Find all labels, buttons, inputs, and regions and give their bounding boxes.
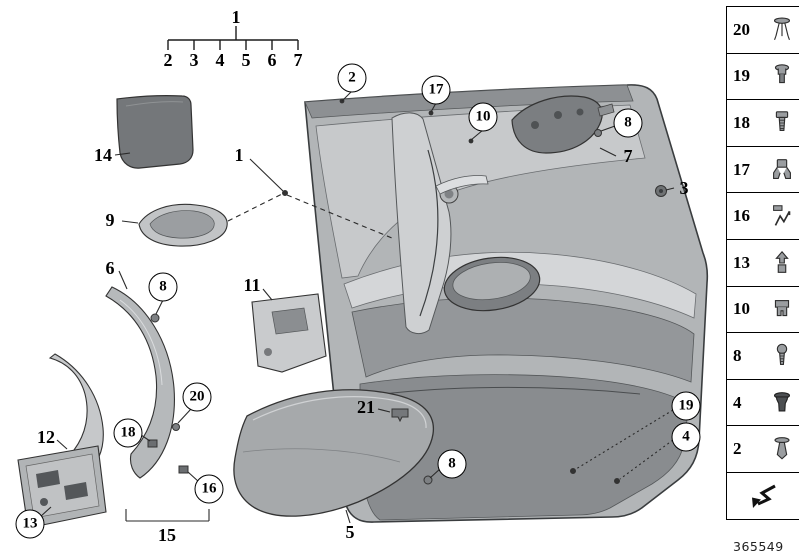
callout-5: 5	[345, 522, 355, 542]
switch-bracket-part	[251, 293, 327, 373]
leader-lines	[39, 90, 675, 524]
legend-row-19: 19	[727, 54, 799, 101]
legend-part-number: 18	[733, 112, 750, 132]
legend-row-13: 13	[727, 240, 799, 287]
callout-12: 12	[37, 427, 55, 447]
group-callout-3: 3	[189, 50, 199, 70]
callout-10: 10	[468, 102, 498, 132]
holder-clip-icon	[769, 295, 795, 323]
legend-row-8: 8	[727, 333, 799, 380]
callout-15: 15	[158, 525, 176, 545]
callout-8: 8	[148, 272, 178, 302]
callout-4: 4	[671, 422, 701, 452]
grommet-part	[655, 185, 667, 197]
callout-1: 1	[234, 145, 244, 165]
top-group-bracket	[167, 26, 299, 50]
legend-part-number: 2	[733, 439, 742, 459]
legend-part-number: 13	[733, 252, 750, 272]
group-callout-7: 7	[293, 50, 303, 70]
group-callout-6: 6	[267, 50, 277, 70]
front-direction-arrow-icon	[749, 481, 779, 511]
group-callout-1: 1	[231, 7, 241, 27]
callout-16: 16	[194, 474, 224, 504]
pan-head-screw-icon	[769, 342, 795, 370]
fastener-legend: 20 19 18 17 16 13 10 8 4 2	[726, 6, 799, 520]
spring-clip-icon	[769, 202, 795, 230]
callout-13: 13	[15, 509, 45, 539]
rivet-clip-icon	[769, 435, 795, 463]
decor-trim-strip-part	[105, 286, 175, 479]
blind-rivet-icon	[769, 62, 795, 90]
group-callout-4: 4	[215, 50, 225, 70]
callout-8: 8	[613, 108, 643, 138]
legend-row-17: 17	[727, 147, 799, 194]
callout-6: 6	[105, 258, 115, 278]
callout-3: 3	[679, 178, 689, 198]
callout-9: 9	[105, 210, 115, 230]
legend-part-number: 10	[733, 299, 750, 319]
legend-row-10: 10	[727, 287, 799, 334]
legend-row-2: 2	[727, 426, 799, 473]
expanding-plug-icon	[769, 389, 795, 417]
interior-door-handle-part	[138, 203, 228, 247]
clip-21-part	[391, 408, 409, 423]
small-fasteners	[147, 129, 620, 485]
retaining-clip-icon	[769, 156, 795, 184]
legend-part-number: 20	[733, 19, 750, 39]
expanding-rivet-icon	[769, 16, 795, 44]
callout-8: 8	[437, 449, 467, 479]
callout-2: 2	[337, 63, 367, 93]
callout-14: 14	[94, 145, 112, 165]
legend-part-number: 8	[733, 345, 742, 365]
armrest-part	[233, 389, 435, 517]
diagram-number: 365549	[733, 539, 784, 554]
callout-18: 18	[113, 418, 143, 448]
group-callout-2: 2	[163, 50, 173, 70]
legend-row-18: 18	[727, 100, 799, 147]
screw-icon	[769, 109, 795, 137]
group-callout-5: 5	[241, 50, 251, 70]
legend-row-16: 16	[727, 193, 799, 240]
callout-20: 20	[182, 382, 212, 412]
callout-21: 21	[357, 397, 375, 417]
callout-11: 11	[243, 275, 261, 295]
legend-row-20: 20	[727, 7, 799, 54]
legend-part-number: 4	[733, 392, 742, 412]
legend-footer-row	[727, 473, 799, 520]
legend-part-number: 16	[733, 206, 750, 226]
callout-17: 17	[421, 75, 451, 105]
legend-row-4: 4	[727, 380, 799, 427]
snap-clip-icon	[769, 249, 795, 277]
door-handle-carrier-part	[511, 95, 615, 154]
callout-7: 7	[623, 146, 633, 166]
legend-part-number: 19	[733, 66, 750, 86]
legend-part-number: 17	[733, 159, 750, 179]
callout-19: 19	[671, 391, 701, 421]
speaker-cover-part	[116, 95, 194, 169]
window-switch-panel-part	[17, 445, 107, 529]
